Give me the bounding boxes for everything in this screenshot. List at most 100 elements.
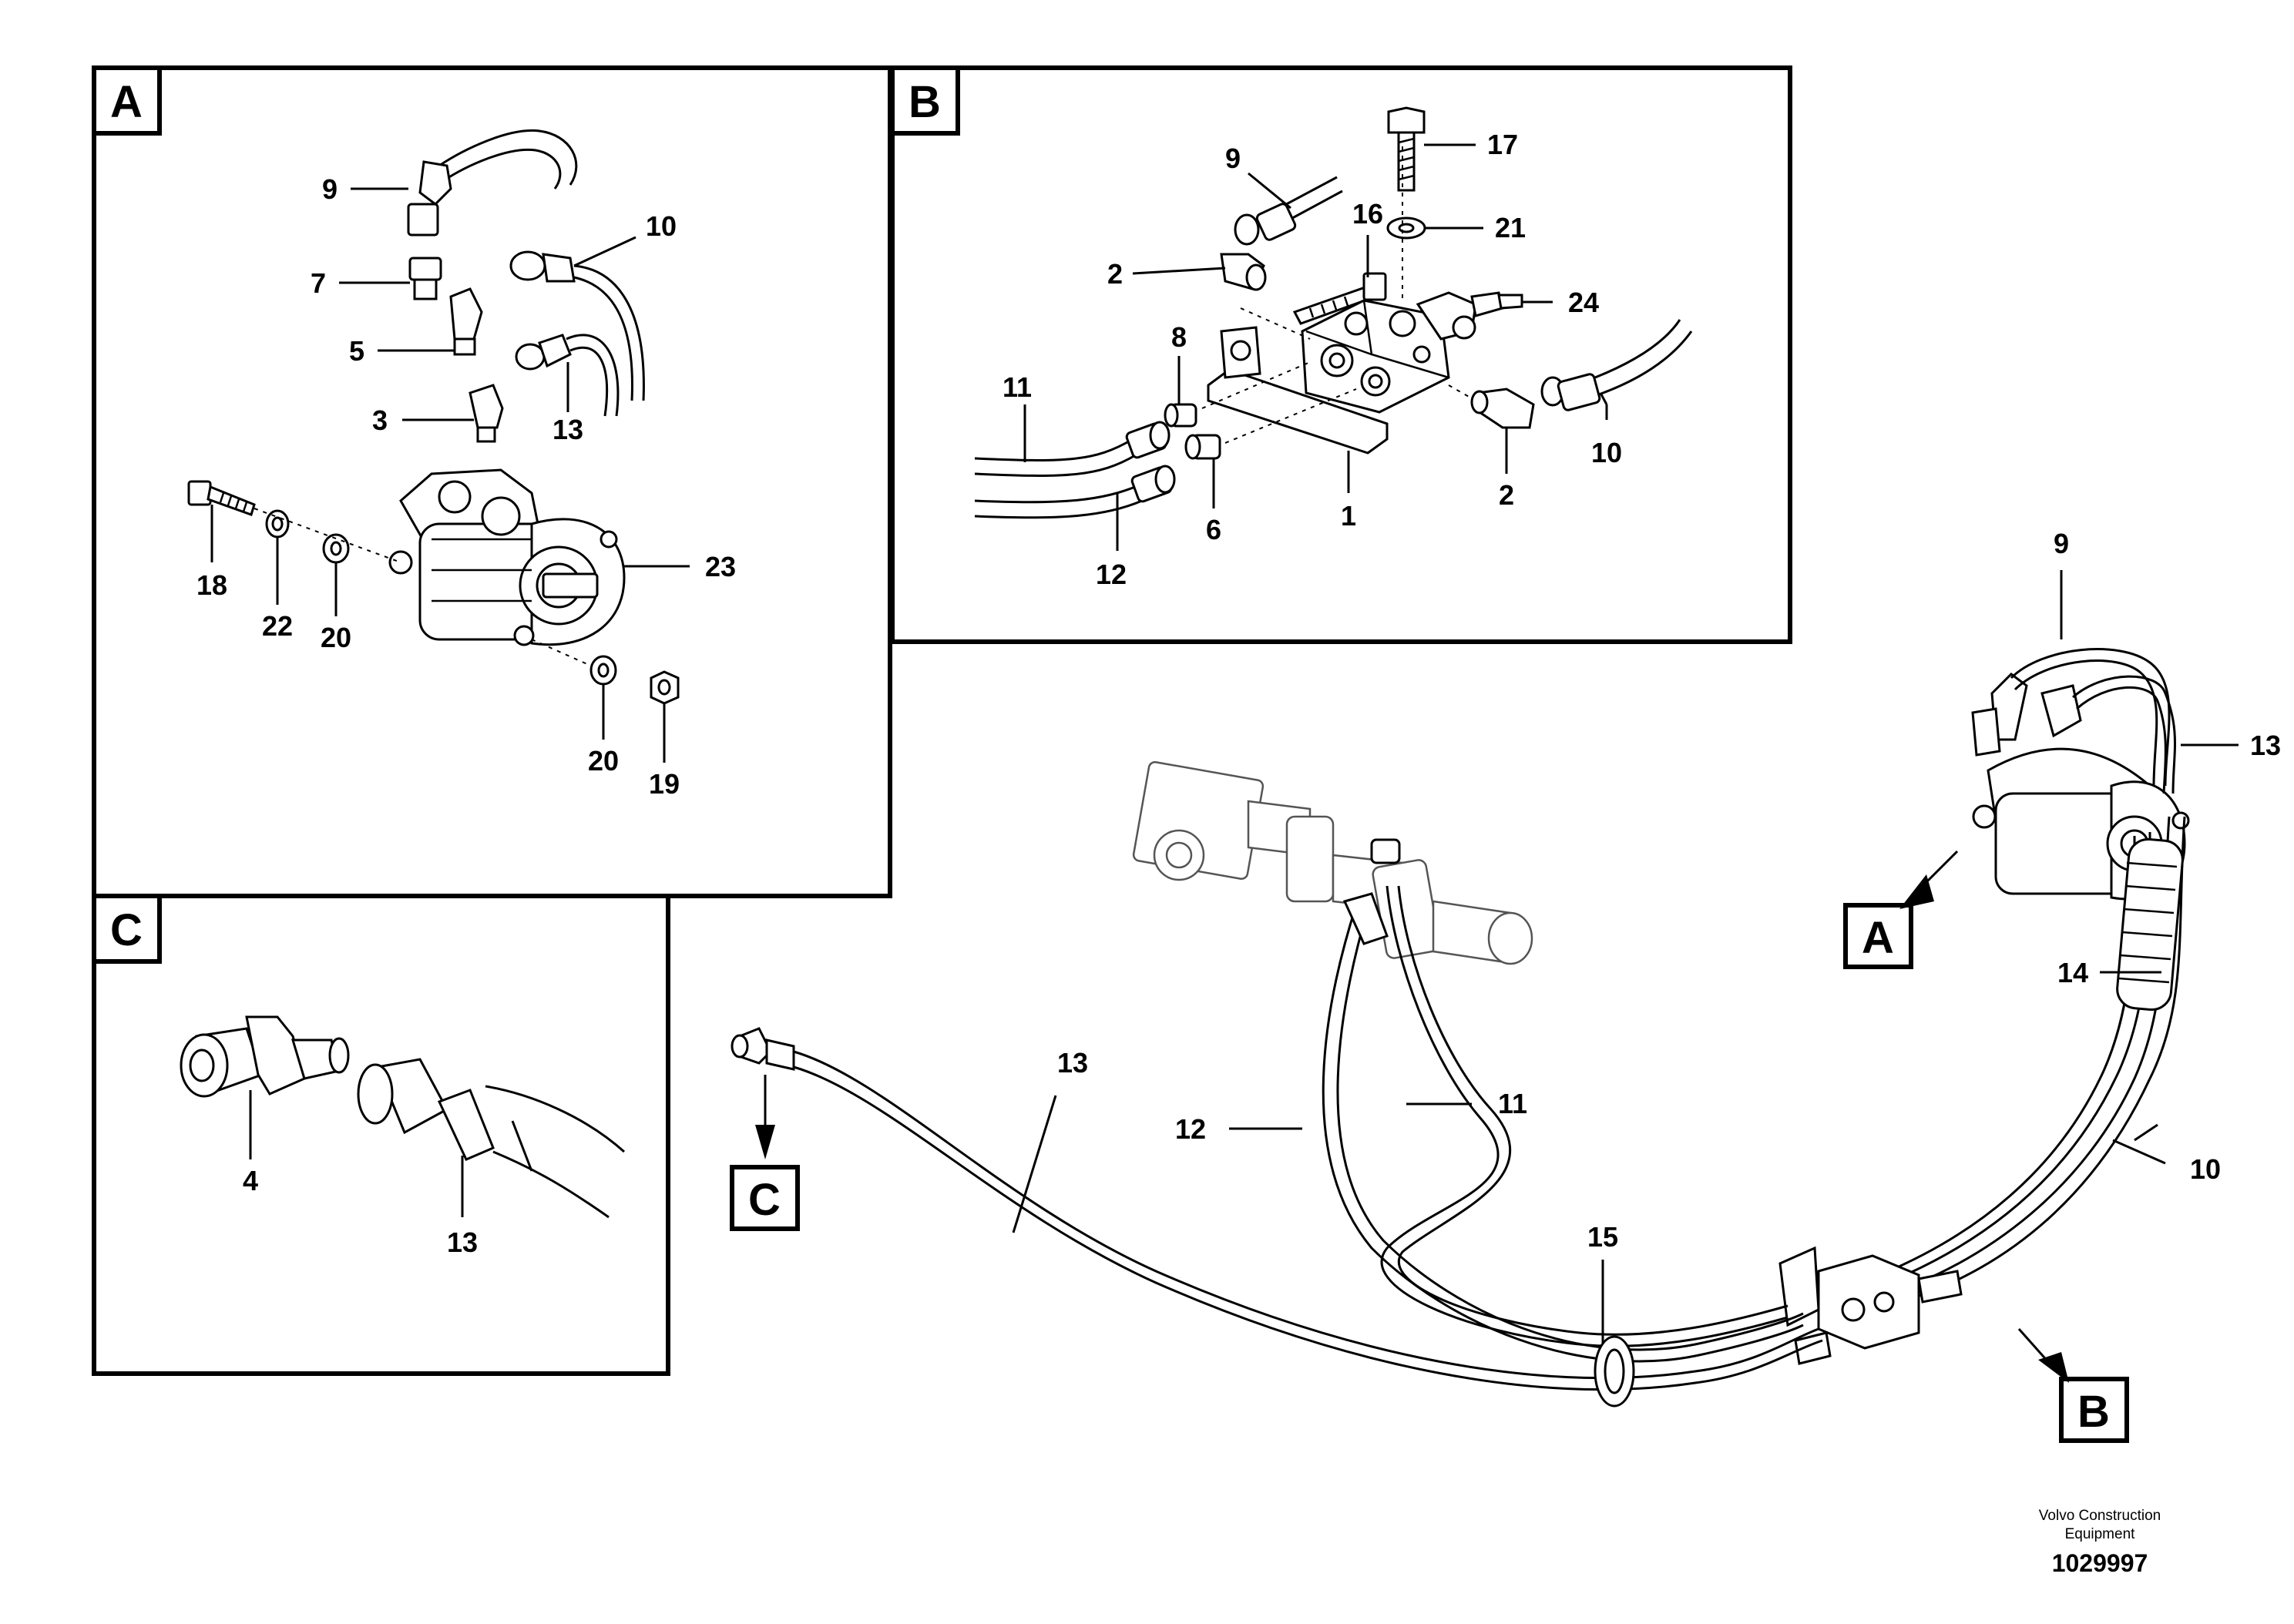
washer-21-drawing	[1386, 216, 1426, 240]
callout-9: 9	[2054, 528, 2069, 559]
callout-16: 16	[1352, 198, 1383, 230]
document-number: 1029997	[2052, 1549, 2148, 1577]
nut-19-drawing	[650, 670, 680, 705]
callout-1: 1	[1341, 500, 1356, 532]
callout-4: 4	[243, 1165, 258, 1196]
hose-10-b-drawing	[1540, 319, 1693, 411]
callout-9: 9	[1225, 143, 1241, 174]
callout-10: 10	[646, 210, 677, 242]
callout-13: 13	[447, 1226, 478, 1258]
leader-line	[573, 236, 636, 267]
panel-b-frame	[890, 65, 1792, 644]
callout-20: 20	[321, 622, 351, 653]
plug-6-drawing	[1184, 434, 1221, 460]
panel-b-tab	[890, 65, 960, 136]
callout-9: 9	[322, 173, 338, 205]
sleeve-14-drawing	[2116, 837, 2184, 1012]
callout-20: 20	[588, 745, 619, 777]
marker-b-label: B	[2077, 1387, 2110, 1437]
adapter-2-top-drawing	[1220, 253, 1267, 291]
leader-line	[2112, 1139, 2166, 1165]
panel-c: C 4 13	[92, 894, 670, 1376]
elbow-5-drawing	[449, 287, 483, 356]
leader-line	[1132, 267, 1226, 275]
callout-12: 12	[1175, 1113, 1206, 1145]
panel-c-frame	[92, 894, 670, 1376]
marker-a: A	[1843, 850, 1959, 969]
callout-13: 13	[1057, 1047, 1088, 1079]
callout-7: 7	[311, 267, 326, 299]
hose-9-drawing	[407, 129, 578, 237]
callout-10: 10	[2190, 1153, 2221, 1185]
callout-13: 13	[2250, 730, 2281, 761]
panel-c-label: C	[110, 905, 143, 955]
callout-11: 11	[1498, 1088, 1527, 1119]
callout-2: 2	[1499, 479, 1514, 511]
hose-11-12-b-drawing	[974, 421, 1176, 519]
callout-19: 19	[649, 768, 680, 800]
clamp-15-drawing	[1594, 1335, 1635, 1408]
panel-a-label: A	[110, 77, 143, 127]
assembly-dash-line	[1201, 361, 1311, 409]
callout-15: 15	[1587, 1221, 1618, 1253]
overview-assembly: 9 13 14 10 13 12 11 15 A B	[730, 528, 2281, 1443]
hose-10-13-drawing	[509, 250, 645, 417]
leader-line	[1248, 172, 1291, 210]
nut-22-drawing	[265, 509, 290, 539]
marker-a-label: A	[1862, 913, 1894, 963]
marker-c: C	[730, 1075, 800, 1231]
brand-line-2: Equipment	[2065, 1526, 2136, 1542]
washer-20-right-drawing	[589, 655, 617, 686]
elbow-3-drawing	[469, 384, 504, 443]
hose-9-b-drawing	[1234, 176, 1343, 246]
bolt-18-drawing	[187, 480, 256, 516]
footer: Volvo Construction Equipment 1029997	[2039, 1508, 2161, 1577]
callout-6: 6	[1206, 514, 1221, 545]
assembly-dash-line	[1240, 307, 1311, 340]
valve-block-small-drawing	[1778, 1246, 1963, 1365]
callout-24: 24	[1568, 287, 1599, 318]
callout-11: 11	[1003, 371, 1032, 403]
brand-line-1: Volvo Construction	[2039, 1508, 2161, 1524]
leader-line	[1012, 1095, 1057, 1233]
leader-line	[1600, 394, 1608, 405]
hose-13-c-drawing	[357, 1058, 626, 1219]
callout-17: 17	[1487, 129, 1518, 160]
marker-c-label: C	[748, 1175, 781, 1225]
callout-14: 14	[2057, 957, 2088, 988]
callout-21: 21	[1495, 212, 1526, 243]
assembly-dash-line	[254, 508, 401, 563]
elbow-4-drawing	[180, 1015, 350, 1098]
callout-5: 5	[349, 335, 364, 367]
panel-b-label: B	[909, 77, 941, 127]
elbow-2-right-drawing	[1470, 388, 1535, 429]
callout-22: 22	[262, 610, 293, 642]
bracket-1-drawing	[1207, 326, 1389, 455]
bolt-17-drawing	[1387, 106, 1426, 192]
panel-c-tab	[92, 894, 162, 964]
callout-2: 2	[1107, 258, 1123, 290]
panel-a-tab	[92, 65, 162, 136]
panel-a: A	[92, 65, 892, 898]
fitting-24-drawing	[1416, 291, 1523, 341]
marker-b: B	[2017, 1328, 2129, 1443]
callout-23: 23	[705, 551, 736, 582]
callout-10: 10	[1591, 437, 1622, 468]
washer-20-left-drawing	[322, 533, 350, 564]
shaft-assembly-drawing	[1132, 760, 1533, 965]
leader-line	[2134, 1123, 2158, 1142]
valve-block-drawing	[1301, 299, 1450, 414]
panel-b: B	[890, 65, 1792, 644]
fitting-c-small-drawing	[731, 1027, 795, 1071]
callout-8: 8	[1171, 321, 1187, 353]
callout-3: 3	[372, 404, 388, 436]
callout-13: 13	[553, 414, 583, 445]
callout-18: 18	[196, 569, 227, 601]
callout-12: 12	[1096, 559, 1127, 590]
bolt-16-drawing	[1292, 272, 1387, 325]
main-hoses-drawing	[793, 885, 1823, 1391]
plug-8-drawing	[1164, 403, 1197, 428]
fitting-7-drawing	[408, 257, 442, 300]
